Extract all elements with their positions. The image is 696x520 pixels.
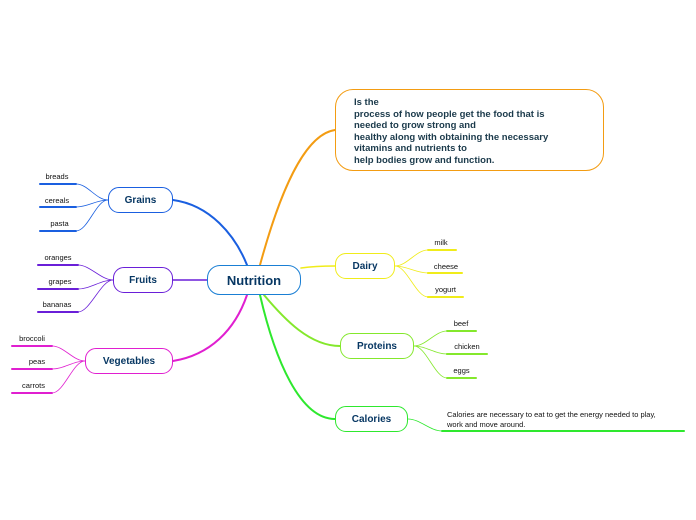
calories-note-line: Calories are necessary to eat to get the…: [447, 410, 656, 419]
leaf-cereals[interactable]: cereals: [44, 196, 70, 205]
definition-line: vitamins and nutrients to: [354, 143, 467, 154]
leaf-connector-grains: [75, 199, 109, 208]
topic-grains[interactable]: Grains: [108, 187, 173, 213]
leaf-bananas[interactable]: bananas: [42, 300, 72, 309]
leaf-pasta[interactable]: pasta: [50, 219, 69, 228]
leaf-oranges[interactable]: oranges: [44, 253, 72, 262]
leaf-connector-calories: [407, 418, 443, 432]
topic-vegetables[interactable]: Vegetables: [85, 348, 173, 374]
connector-calories: [259, 294, 336, 420]
calories-note-line: work and move around.: [447, 419, 526, 429]
leaf-breads[interactable]: breads: [45, 172, 69, 181]
leaf-peas[interactable]: peas: [28, 357, 46, 366]
leaf-broccoli[interactable]: broccoli: [19, 334, 45, 343]
leaf-milk[interactable]: milk: [434, 238, 448, 247]
leaf-connector-proteins: [413, 330, 448, 347]
leaf-connector-vegetables: [51, 360, 86, 394]
leaf-cheese[interactable]: cheese: [433, 262, 459, 271]
definition-line: process of how people get the food that …: [354, 108, 545, 120]
topic-fruits[interactable]: Fruits: [113, 267, 173, 293]
leaf-beef[interactable]: beef: [453, 319, 469, 328]
leaf-chicken[interactable]: chicken: [454, 342, 480, 351]
leaf-eggs[interactable]: eggs: [453, 366, 470, 375]
leaf-connector-vegetables: [51, 345, 86, 362]
topic-calories[interactable]: Calories: [335, 406, 408, 432]
topic-dairy[interactable]: Dairy: [335, 253, 395, 279]
leaf-connector-fruits: [77, 279, 114, 313]
leaf-connector-dairy: [394, 249, 429, 267]
leaf-connector-dairy: [394, 265, 429, 274]
connector-definition: [259, 129, 336, 266]
central-topic-nutrition[interactable]: Nutrition: [207, 265, 301, 295]
calories-note[interactable]: Calories are necessary to eat to get the…: [447, 410, 656, 429]
topic-proteins[interactable]: Proteins: [340, 333, 414, 359]
leaf-connector-fruits: [77, 279, 114, 290]
connector-grains: [172, 199, 248, 266]
definition-line: needed to grow strong and: [354, 120, 476, 131]
leaf-connector-proteins: [413, 345, 448, 379]
leaf-yogurt[interactable]: yogurt: [435, 285, 456, 294]
leaf-connector-vegetables: [51, 360, 86, 370]
connector-dairy: [300, 265, 336, 269]
definition-line: Is the: [354, 97, 379, 108]
definition-box[interactable]: Is the process of how people get the foo…: [335, 89, 604, 171]
leaf-connector-fruits: [77, 264, 114, 281]
connector-vegetables: [172, 294, 248, 362]
leaf-grapes[interactable]: grapes: [48, 277, 72, 286]
leaf-carrots[interactable]: carrots: [22, 381, 45, 390]
leaf-connector-proteins: [413, 345, 448, 355]
leaf-connector-dairy: [394, 265, 429, 298]
definition-line: help bodies grow and function.: [354, 154, 495, 166]
leaf-connector-grains: [75, 183, 109, 201]
leaf-connector-grains: [75, 199, 109, 232]
connector-proteins: [263, 294, 341, 347]
definition-line: healthy along with obtaining the necessa…: [354, 131, 549, 143]
